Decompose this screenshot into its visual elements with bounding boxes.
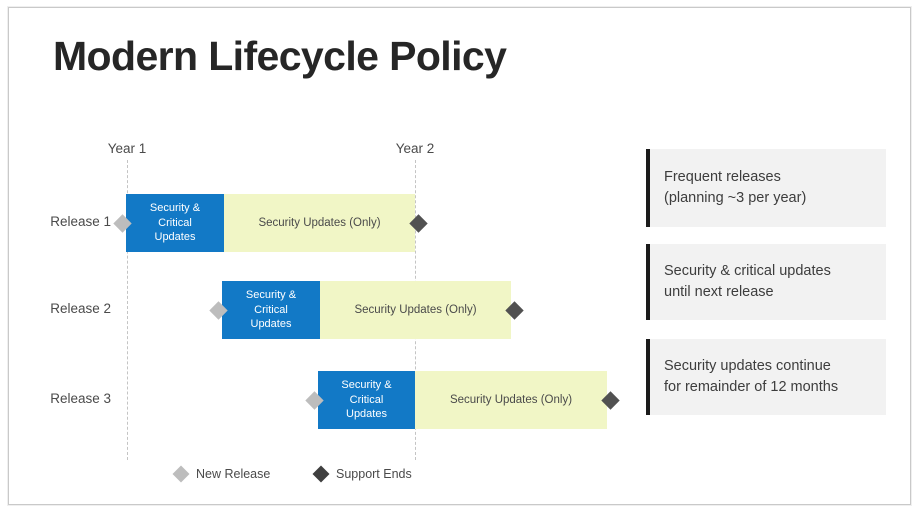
- row-label-release-2: Release 2: [50, 301, 111, 316]
- callout-box-3: Security updates continue for remainder …: [646, 339, 886, 415]
- bar-security-updates-only-3: Security Updates (Only): [415, 371, 607, 429]
- bar-security-critical-updates-1: Security & Critical Updates: [126, 194, 224, 252]
- timeline-chart: Year 1 Year 2 Release 1 Security & Critical…: [9, 8, 639, 506]
- callout-text-2: Security & critical updates until next r…: [664, 263, 831, 300]
- year-label-1: Year 1: [107, 141, 147, 156]
- legend-label: Support Ends: [336, 467, 412, 481]
- year-gridline-1: [127, 160, 128, 460]
- light-diamond-icon: [172, 465, 190, 483]
- bar-security-updates-only-2: Security Updates (Only): [320, 281, 511, 339]
- slide-canvas: Modern Lifecycle Policy Year 1 Year 2 Rele…: [8, 7, 911, 505]
- row-label-release-1: Release 1: [50, 214, 111, 229]
- legend-item-new-release: New Release: [172, 465, 271, 483]
- bar-security-updates-only-1: Security Updates (Only): [224, 194, 415, 252]
- legend-item-support-ends: Support Ends: [312, 465, 412, 483]
- dark-diamond-icon: [312, 465, 330, 483]
- legend-label: New Release: [196, 467, 271, 481]
- callout-text-3: Security updates continue for remainder …: [664, 358, 839, 395]
- page-title: Modern Lifecycle Policy: [53, 33, 507, 79]
- year-label-2: Year 2: [395, 141, 435, 156]
- callout-box-1: Frequent releases (planning ~3 per year): [646, 149, 886, 227]
- bar-security-critical-updates-3: Security & Critical Updates: [318, 371, 415, 429]
- callout-text-1: Frequent releases (planning ~3 per year): [664, 169, 807, 206]
- row-label-release-3: Release 3: [50, 391, 111, 406]
- bar-security-critical-updates-2: Security & Critical Updates: [222, 281, 320, 339]
- callout-box-2: Security & critical updates until next r…: [646, 244, 886, 320]
